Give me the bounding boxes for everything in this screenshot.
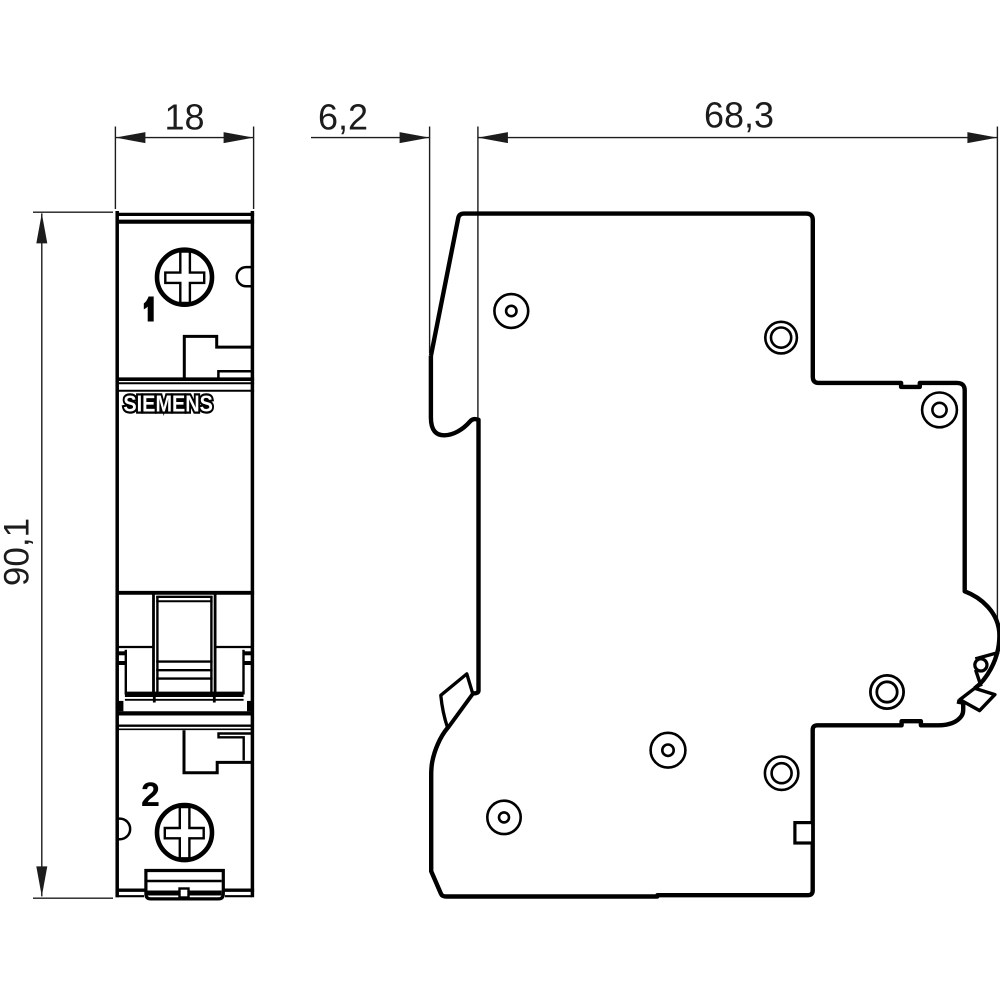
svg-text:90,1: 90,1 <box>0 518 37 586</box>
svg-text:18: 18 <box>164 97 204 138</box>
svg-text:6,2: 6,2 <box>318 97 368 138</box>
svg-text:2: 2 <box>141 776 160 814</box>
svg-text:SIEMENS: SIEMENS <box>123 391 212 417</box>
svg-text:68,3: 68,3 <box>704 95 774 136</box>
